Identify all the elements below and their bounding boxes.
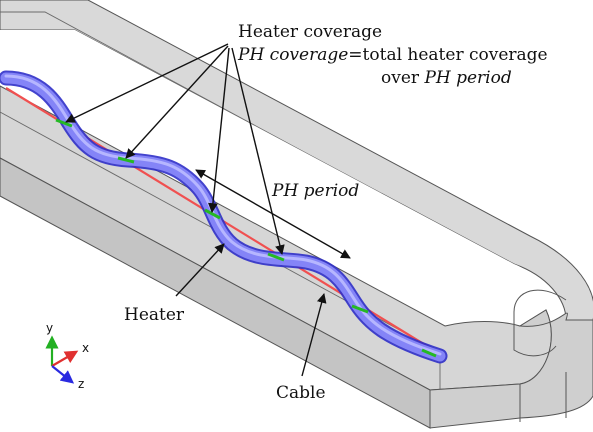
- coverage-mark: [421, 348, 437, 358]
- ph-period-math-1: PH period: [423, 68, 511, 88]
- axis-triad: y x z: [45, 321, 89, 391]
- label-ph-coverage: PH coverage=total heater coverage: [237, 45, 548, 65]
- u-bend-cap: [429, 309, 593, 429]
- coverage-mark: [117, 156, 135, 164]
- upper-rail-top: [0, 0, 593, 321]
- arrow-ph-period: [195, 169, 351, 259]
- axis-z-label: z: [78, 377, 84, 391]
- coverage-mark: [351, 304, 369, 314]
- arrow-coverage-1: [65, 43, 229, 123]
- label-heater-coverage: Heater coverage: [238, 22, 382, 42]
- arrow-coverage-2: [125, 45, 229, 159]
- coverage-mark: [55, 118, 73, 128]
- arrow-heater: [175, 243, 225, 297]
- annotation-arrows: [65, 43, 351, 377]
- u-bend-inner-ring: [513, 289, 567, 313]
- arrow-cable: [301, 293, 327, 377]
- u-bend-inner-ring-side: [513, 312, 557, 357]
- label-over-ph-period: over PH period: [381, 68, 512, 88]
- ph-coverage-math: PH coverage: [237, 45, 348, 65]
- label-heater: Heater: [124, 305, 185, 325]
- axis-x-icon: [51, 350, 79, 367]
- label-ph-period: PH period: [271, 181, 359, 201]
- label-cable: Cable: [276, 383, 326, 403]
- axis-y-label: y: [46, 321, 53, 335]
- axis-x-label: x: [82, 341, 89, 355]
- over-word: over: [381, 68, 420, 88]
- axis-z-icon: [51, 365, 75, 384]
- ph-coverage-rest: =total heater coverage: [348, 45, 547, 65]
